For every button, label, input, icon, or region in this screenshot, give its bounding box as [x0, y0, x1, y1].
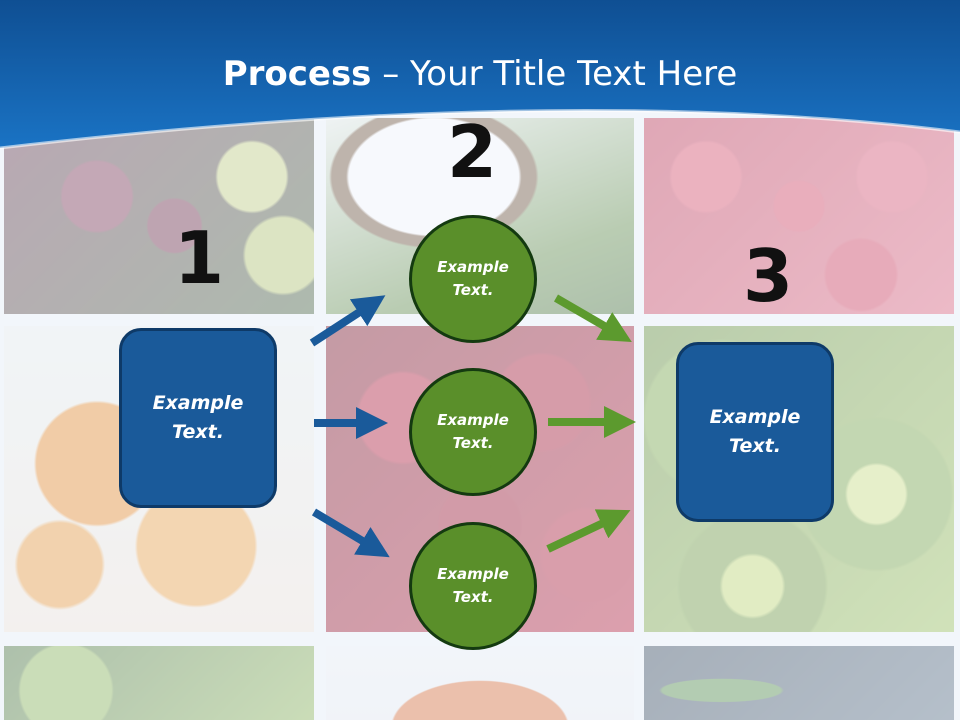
step-1-box: Example Text. — [119, 328, 277, 508]
tile-coconut — [326, 118, 634, 314]
tile-raspberries — [644, 118, 954, 314]
step-1-label-line2: Text. — [172, 421, 224, 443]
middle-node-center: Example Text. — [409, 368, 537, 496]
step-number-2: 2 — [446, 110, 498, 194]
tile-mango — [326, 646, 634, 720]
tile-peas — [4, 646, 314, 720]
middle-node-top-line2: Text. — [452, 281, 494, 299]
step-number-1: 1 — [173, 216, 225, 300]
tile-grapes — [4, 118, 314, 314]
step-3-label-line1: Example — [709, 406, 801, 428]
middle-node-center-line1: Example — [437, 411, 509, 429]
middle-node-bottom: Example Text. — [409, 522, 537, 650]
step-3-box: Example Text. — [676, 342, 834, 522]
step-3-label-line2: Text. — [729, 435, 781, 457]
title-bold: Process — [222, 54, 372, 94]
header-band — [0, 0, 960, 150]
step-1-label-line1: Example — [152, 392, 244, 414]
step-number-3: 3 — [742, 234, 794, 318]
tile-leaves — [644, 646, 954, 720]
middle-node-center-line2: Text. — [452, 434, 494, 452]
middle-node-top: Example Text. — [409, 215, 537, 343]
page-title: Process – Your Title Text Here — [0, 52, 960, 96]
middle-node-top-line1: Example — [437, 258, 509, 276]
middle-node-bottom-line2: Text. — [452, 588, 494, 606]
middle-node-bottom-line1: Example — [437, 565, 509, 583]
title-rest: – Your Title Text Here — [371, 54, 738, 94]
